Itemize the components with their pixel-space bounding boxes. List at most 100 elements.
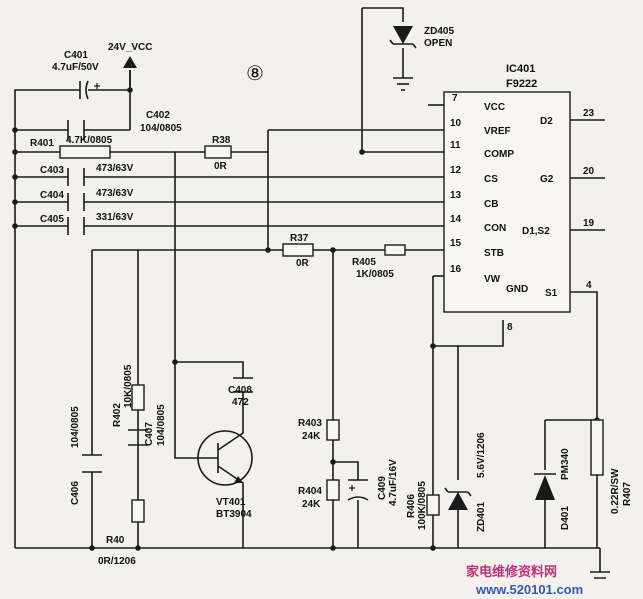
r403-value: 24K bbox=[302, 431, 321, 442]
zd405-ref: ZD405 bbox=[424, 26, 454, 37]
r402-value: 10K/0805 bbox=[123, 364, 134, 408]
r37-value: 0R bbox=[296, 258, 310, 269]
r403-ref: R403 bbox=[298, 418, 322, 429]
watermark-text: 家电维修资料网 bbox=[466, 564, 557, 580]
pin-vw: VW bbox=[484, 274, 501, 285]
pin-8-num: 8 bbox=[507, 322, 513, 333]
c409: C409 4.7uF/16V bbox=[347, 459, 399, 506]
r40: R40 0R/1206 bbox=[98, 535, 136, 567]
pin-16-num: 16 bbox=[450, 264, 462, 275]
d401: PM340 D401 bbox=[534, 448, 571, 530]
r38: R38 0R bbox=[204, 135, 232, 172]
c407-ref: C407 bbox=[144, 422, 155, 446]
d401-ref: D401 bbox=[560, 506, 571, 530]
r38-ref: R38 bbox=[212, 135, 231, 146]
r404-value: 24K bbox=[302, 499, 321, 510]
c403: C403 473/63V bbox=[40, 163, 134, 186]
c406-ref: C406 bbox=[70, 481, 81, 505]
ic-ref: IC401 bbox=[506, 63, 535, 75]
c408-ref: C408 bbox=[228, 385, 252, 396]
pin-4-num: 4 bbox=[586, 280, 592, 291]
pin-23-num: 23 bbox=[583, 108, 595, 119]
c409-value: 4.7uF/16V bbox=[388, 459, 399, 506]
c403-ref: C403 bbox=[40, 165, 64, 176]
r406-ref: R406 bbox=[406, 494, 417, 518]
r405-ref: R405 bbox=[352, 257, 376, 268]
c404: C404 473/63V bbox=[40, 188, 134, 211]
pin-d2: D2 bbox=[540, 116, 553, 127]
c401-ref: C401 bbox=[64, 50, 88, 61]
pin-g2: G2 bbox=[540, 174, 554, 185]
c407: C407 104/0805 bbox=[128, 404, 167, 446]
pin-con: CON bbox=[484, 223, 506, 234]
c407-value: 104/0805 bbox=[156, 404, 167, 446]
junction-dots bbox=[12, 87, 600, 551]
pin-s1: S1 bbox=[545, 288, 558, 299]
c408-value: 472 bbox=[232, 397, 249, 408]
r407-ref: R407 bbox=[622, 482, 633, 506]
pin-14-num: 14 bbox=[450, 214, 462, 225]
pin-stb: STB bbox=[484, 248, 504, 259]
vt401: VT401 BT3904 bbox=[197, 430, 253, 520]
supply-label: 24V_VCC bbox=[108, 42, 152, 53]
c404-ref: C404 bbox=[40, 190, 64, 201]
c405: C405 331/63V bbox=[40, 212, 134, 235]
c405-value: 331/63V bbox=[96, 212, 134, 223]
pin-20-num: 20 bbox=[583, 166, 595, 177]
pin-vref: VREF bbox=[484, 126, 511, 137]
zd405-value: OPEN bbox=[424, 38, 452, 49]
r405: R405 1K/0805 bbox=[352, 244, 406, 280]
pin-cb: CB bbox=[484, 199, 498, 210]
vt401-value: BT3904 bbox=[216, 509, 252, 520]
c401-value: 4.7uF/50V bbox=[52, 62, 99, 73]
r401-value: 4.7K/0805 bbox=[66, 135, 113, 146]
r404-ref: R404 bbox=[298, 486, 322, 497]
c406-value: 104/0805 bbox=[70, 406, 81, 448]
pin-13-num: 13 bbox=[450, 190, 462, 201]
pin-7-num: 7 bbox=[452, 93, 458, 104]
wiring bbox=[14, 7, 605, 549]
d401-value: PM340 bbox=[560, 448, 571, 480]
pin-10-num: 10 bbox=[450, 118, 462, 129]
c403-value: 473/63V bbox=[96, 163, 134, 174]
pin-12-num: 12 bbox=[450, 165, 462, 176]
c409-ref: C409 bbox=[377, 476, 388, 500]
r402: R402 10K/0805 bbox=[112, 364, 145, 427]
pin-vcc: VCC bbox=[484, 102, 505, 113]
r401-ref: R401 bbox=[30, 138, 54, 149]
c404-value: 473/63V bbox=[96, 188, 134, 199]
r403: R403 24K bbox=[298, 418, 340, 442]
r37-ref: R37 bbox=[290, 233, 309, 244]
pin-11-num: 11 bbox=[450, 140, 461, 151]
r402-ref: R402 bbox=[112, 403, 123, 427]
zd401-ref: ZD401 bbox=[476, 502, 487, 532]
zd401: 5.6V/1206 ZD401 bbox=[444, 432, 487, 532]
pin-cs: CS bbox=[484, 174, 498, 185]
r40-value: 0R/1206 bbox=[98, 556, 136, 567]
r407: 0.22R/SW R407 bbox=[590, 419, 633, 514]
r38-value: 0R bbox=[214, 161, 228, 172]
r407-value: 0.22R/SW bbox=[610, 468, 621, 514]
c402-value: 104/0805 bbox=[140, 123, 182, 134]
pin-d1s2: D1,S2 bbox=[522, 226, 550, 237]
ic401: IC401 F9222 7 VCC 10 VREF 11 COMP 12 CS … bbox=[443, 63, 595, 333]
pin-comp: COMP bbox=[484, 149, 514, 160]
c406: 104/0805 C406 bbox=[70, 406, 102, 505]
circled-number: ⑧ bbox=[246, 61, 264, 85]
c401: C401 4.7uF/50V bbox=[52, 50, 108, 100]
r37: R37 0R bbox=[282, 233, 314, 269]
zd405: ZD405 OPEN bbox=[389, 26, 454, 49]
vt401-ref: VT401 bbox=[216, 497, 246, 508]
c408: C408 472 bbox=[228, 377, 253, 408]
pin-19-num: 19 bbox=[583, 218, 595, 229]
c405-ref: C405 bbox=[40, 214, 64, 225]
r40-ref: R40 bbox=[106, 535, 125, 546]
r406-value: 100K/0805 bbox=[417, 481, 428, 530]
zd401-value: 5.6V/1206 bbox=[476, 432, 487, 478]
r405-value: 1K/0805 bbox=[356, 269, 394, 280]
c402: C402 104/0805 bbox=[67, 110, 182, 140]
r404: R404 24K bbox=[298, 479, 340, 510]
watermark: 家电维修资料网 www.520101.com bbox=[466, 564, 583, 597]
